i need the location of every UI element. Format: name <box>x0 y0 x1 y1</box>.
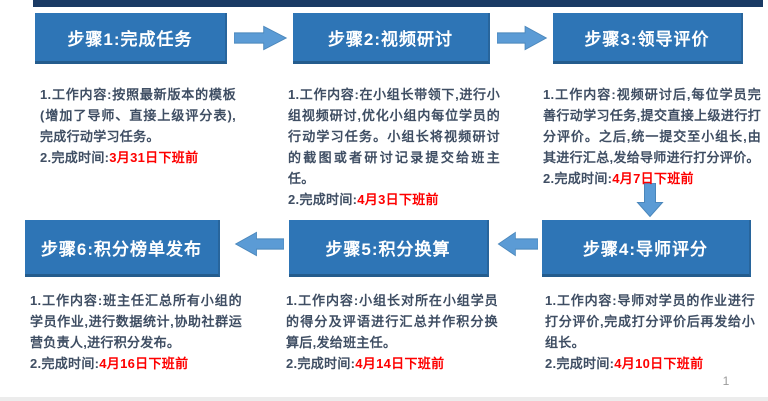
step-5-description: 1.工作内容:小组长对所在小组学员的得分及评语进行汇总并作积分换算后,发给班主任… <box>286 290 498 374</box>
arrow-right-icon <box>234 25 288 51</box>
deadline-date: 4月7日下班前 <box>612 171 694 186</box>
deadline-date: 4月3日下班前 <box>357 192 439 207</box>
step-4-box: 步骤4:导师评分 <box>542 220 751 277</box>
arrow-left-icon <box>234 231 284 257</box>
step-5-work-content: 1.工作内容:小组长对所在小组学员的得分及评语进行汇总并作积分换算后,发给班主任… <box>286 293 498 350</box>
deadline-date: 4月14日下班前 <box>355 356 445 371</box>
step-1-deadline: 2.完成时间:3月31日下班前 <box>40 150 199 165</box>
deadline-date: 4月16日下班前 <box>99 356 189 371</box>
step-1-box: 步骤1:完成任务 <box>35 13 227 64</box>
deadline-date: 3月31日下班前 <box>109 150 199 165</box>
arrow-left-icon <box>497 231 538 257</box>
step-2-deadline: 2.完成时间:4月3日下班前 <box>288 192 439 207</box>
step-6-title: 步骤6:积分榜单发布 <box>40 239 203 259</box>
slide-page-number: 1 <box>722 374 730 388</box>
arrow-down-icon <box>636 183 664 218</box>
step-1-title: 步骤1:完成任务 <box>67 29 193 49</box>
step-6-description: 1.工作内容:班主任汇总所有小组的学员作业,进行数据统计,协助社群运营负责人,进… <box>30 290 242 374</box>
step-4-description: 1.工作内容:导师对学员的作业进行打分评价,完成打分评价后再发给小组长。 2.完… <box>545 290 755 374</box>
step-5-title: 步骤5:积分换算 <box>325 239 451 259</box>
step-6-box: 步骤6:积分榜单发布 <box>25 220 220 277</box>
step-6-work-content: 1.工作内容:班主任汇总所有小组的学员作业,进行数据统计,协助社群运营负责人,进… <box>30 293 242 350</box>
step-4-deadline: 2.完成时间:4月10日下班前 <box>545 356 704 371</box>
step-5-box: 步骤5:积分换算 <box>289 220 489 277</box>
top-accent-bar <box>33 0 763 7</box>
step-4-work-content: 1.工作内容:导师对学员的作业进行打分评价,完成打分评价后再发给小组长。 <box>545 293 755 350</box>
step-6-deadline: 2.完成时间:4月16日下班前 <box>30 356 189 371</box>
step-2-box: 步骤2:视频研讨 <box>293 13 490 64</box>
step-3-deadline: 2.完成时间:4月7日下班前 <box>543 171 694 186</box>
step-4-title: 步骤4:导师评分 <box>582 239 709 259</box>
step-2-work-content: 1.工作内容:在小组长带领下,进行小组视频研讨,优化小组内每位学员的行动学习任务… <box>288 87 500 186</box>
step-3-description: 1.工作内容:视频研讨后,每位学员完善行动学习任务,提交直接上级进行打分评价。之… <box>543 84 761 189</box>
step-5-deadline: 2.完成时间:4月14日下班前 <box>286 356 445 371</box>
step-2-title: 步骤2:视频研讨 <box>327 29 454 49</box>
step-3-title: 步骤3:领导评价 <box>584 29 710 49</box>
step-2-description: 1.工作内容:在小组长带领下,进行小组视频研讨,优化小组内每位学员的行动学习任务… <box>288 84 500 210</box>
arrow-right-icon <box>497 25 548 51</box>
step-3-box: 步骤3:领导评价 <box>553 13 743 64</box>
step-1-work-content: 1.工作内容:按照最新版本的模板(增加了导师、直接上级评分表),完成行动学习任务… <box>40 87 236 144</box>
step-3-work-content: 1.工作内容:视频研讨后,每位学员完善行动学习任务,提交直接上级进行打分评价。之… <box>543 87 761 165</box>
slide-bottom-edge <box>0 397 768 401</box>
step-1-description: 1.工作内容:按照最新版本的模板(增加了导师、直接上级评分表),完成行动学习任务… <box>40 84 236 168</box>
deadline-date: 4月10日下班前 <box>614 356 704 371</box>
